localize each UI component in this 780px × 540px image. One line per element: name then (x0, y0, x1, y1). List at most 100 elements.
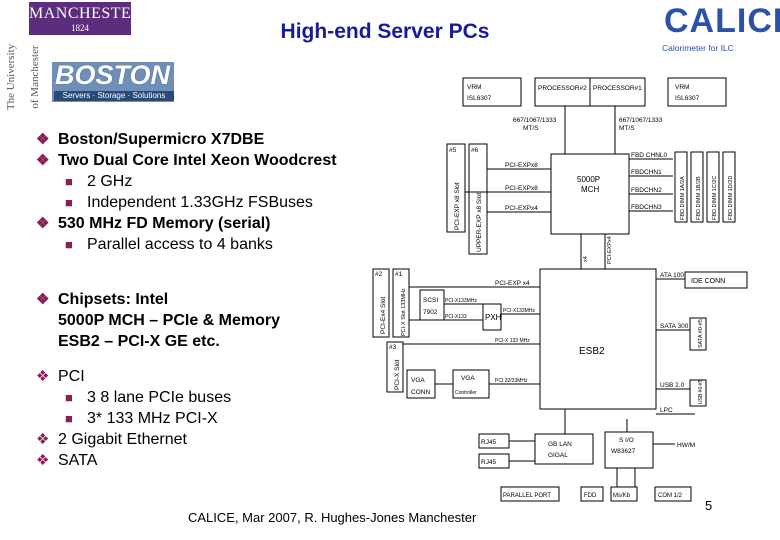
bullet-sata: ❖SATA (36, 452, 98, 469)
vga-label: VGA (461, 375, 475, 382)
gb-lan-box (534, 433, 594, 465)
slot2-label: #2 (375, 271, 383, 278)
bullet-square-icon: ■ (65, 195, 73, 210)
bullet-chipsets: ❖Chipsets: Intel (36, 291, 169, 308)
vga-conn-label: VGA (411, 377, 425, 384)
slot2-box (372, 268, 390, 338)
fbd-ch3-label: FBDCHN3 (631, 204, 662, 211)
slot6-label: #6 (471, 147, 479, 154)
vrm-right-model: ISL6307 (675, 95, 700, 102)
sub-bullet-fsb: ■Independent 1.33GHz FSBuses (65, 194, 313, 211)
bullet-diamond-icon: ❖ (36, 131, 50, 148)
pcix133-a-label: PCI-X133MHz (445, 298, 477, 304)
fbd-dimm-d-label: FBD DIMM 1D/2D (728, 176, 734, 220)
fbd-ch0-label: FBD CHNL0 (631, 152, 668, 159)
bullet-pci: ❖PCI (36, 368, 85, 385)
bullet-chipsets-line2: 5000P MCH – PCIe & Memory (58, 312, 281, 329)
scsi-chip-label: 7902 (423, 309, 438, 316)
slot1-box (392, 268, 410, 338)
fdd-label: FDD (584, 493, 597, 499)
uio-slot-label: UPPER-EXP x8 Slot (476, 193, 483, 252)
slot-pcie4-label: PCI-Ex4 Slot (380, 297, 387, 334)
fbd-ch1-label: FBDCHN1 (631, 169, 662, 176)
sio-chip-label: W83627 (611, 448, 636, 455)
sio-label: S I/O (619, 437, 634, 444)
vga-controller-label: Controller (455, 390, 477, 396)
pci-exp-x4-esb-label: PCI-EXP x4 (495, 280, 530, 287)
pci-exp-x8-b-label: PCI-EXPx8 (505, 185, 538, 192)
slot5-box (446, 143, 466, 233)
pcix-esb-label: PCI-X 133 MHz (495, 338, 530, 344)
usb-ports-label: USB #0-#5 (698, 379, 704, 404)
slot-pcix133-label: PCI-X Slot 133MHz (401, 288, 407, 336)
fbd-ch2-label: FBDCHN2 (631, 187, 662, 194)
rj45-b-label: RJ45 (481, 459, 497, 466)
mch-line1: 5000P (577, 175, 600, 184)
logo-text: MANCHESTER (29, 5, 143, 22)
fbd-dimm-c-label: FBD DIMM 1C/2C (712, 176, 718, 220)
pci-exp-x4-label: PCI-EXPx4 (505, 205, 538, 212)
slot1-label: #1 (395, 271, 403, 278)
fsb-left-unit: MT/S (523, 125, 539, 132)
parallel-port-label: PARALLEL PORT (503, 493, 551, 499)
esb2-label: ESB2 (579, 346, 605, 357)
sub-bullet-pcie: ■3 8 lane PCIe buses (65, 389, 232, 406)
scsi-label: SCSI (423, 297, 438, 304)
x4-label: x4 (583, 256, 589, 262)
slot6-box (468, 143, 488, 255)
vrm-right-box (667, 77, 727, 107)
pcie-x4-link-label: PCI-EXPx4 (607, 236, 613, 264)
calice-logo: CALICE (664, 2, 780, 40)
bullet-cpu: ❖Two Dual Core Intel Xeon Woodcrest (36, 152, 337, 169)
bullet-square-icon: ■ (65, 174, 73, 189)
bullet-chipsets-line3: ESB2 – PCI-X GE etc. (58, 333, 220, 350)
ide-conn-label: IDE CONN (691, 278, 725, 285)
pci-exp-x8-a-label: PCI-EXPx8 (505, 162, 538, 169)
pxh-box (482, 303, 502, 331)
bullet-diamond-icon: ❖ (36, 215, 50, 232)
slot-pcix-b-label: PCI-X Slot (394, 359, 401, 390)
bullet-diamond-icon: ❖ (36, 431, 50, 448)
page-number: 5 (705, 498, 713, 513)
fbd-dimm-b-label: FBD DIMM 1B/2B (696, 176, 702, 220)
mch-box (550, 153, 630, 235)
vrm-left-label: VRM (467, 84, 481, 91)
university-name-vertical-2: of Manchester (29, 45, 41, 109)
calice-logo-subtitle: Calorimeter for ILC (662, 43, 734, 53)
proc2-label: PROCESSOR#2 (538, 85, 587, 92)
pcix133-c-label: PCI-X133MHz (503, 308, 535, 314)
slide-title: High-end Server PCs (280, 20, 490, 43)
vga-conn2-label: CONN (411, 389, 430, 396)
fsb-right-unit: MT/S (619, 125, 635, 132)
bullet-square-icon: ■ (65, 411, 73, 426)
usb-label: USB 2.0 (660, 382, 685, 389)
logo-year: 1824 (71, 23, 89, 33)
proc1-label: PROCESSOR#1 (593, 85, 642, 92)
bullet-memory: ❖530 MHz FD Memory (serial) (36, 215, 271, 232)
slot3-box (386, 341, 404, 393)
boston-logo-text: BOSTON (55, 60, 171, 90)
sub-bullet-pcix: ■3* 133 MHz PCI-X (65, 410, 218, 427)
rj45-a-label: RJ45 (481, 439, 497, 446)
university-name-vertical-1: The University (5, 43, 17, 111)
ata-label: ATA 100 (660, 272, 684, 279)
sata-conn-label: SATA #0-#5 (698, 319, 704, 348)
sub-bullet-banks: ■Parallel access to 4 banks (65, 236, 273, 253)
vrm-right-label: VRM (675, 84, 689, 91)
gb-lan-label: GB LAN (548, 441, 572, 448)
bullet-diamond-icon: ❖ (36, 452, 50, 469)
motherboard-block-diagram: VRM ISL6307 PROCESSOR#2 PROCESSOR#1 VRM … (372, 77, 748, 502)
boston-logo-subtitle: Servers · Storage · Solutions (54, 91, 174, 101)
fsb-left-label: 667/1067/1333 (513, 117, 557, 124)
bullet-diamond-icon: ❖ (36, 291, 50, 308)
university-of-manchester-logo: MANCHESTER 1824 (29, 2, 143, 35)
sata-label: SATA 300 (660, 323, 689, 330)
vrm-left-box (462, 77, 522, 107)
ide-conn-box (684, 271, 748, 289)
pcix133-b-label: PCI-X133 (445, 314, 467, 320)
fbd-dimm-a-label: FBD DIMM 1A/2A (680, 176, 686, 220)
esb2-box (539, 268, 657, 410)
bullet-square-icon: ■ (65, 237, 73, 252)
pcie-x8-slot-label: PCI-EXP x8 Slot (454, 182, 461, 230)
sio-box (604, 431, 654, 469)
